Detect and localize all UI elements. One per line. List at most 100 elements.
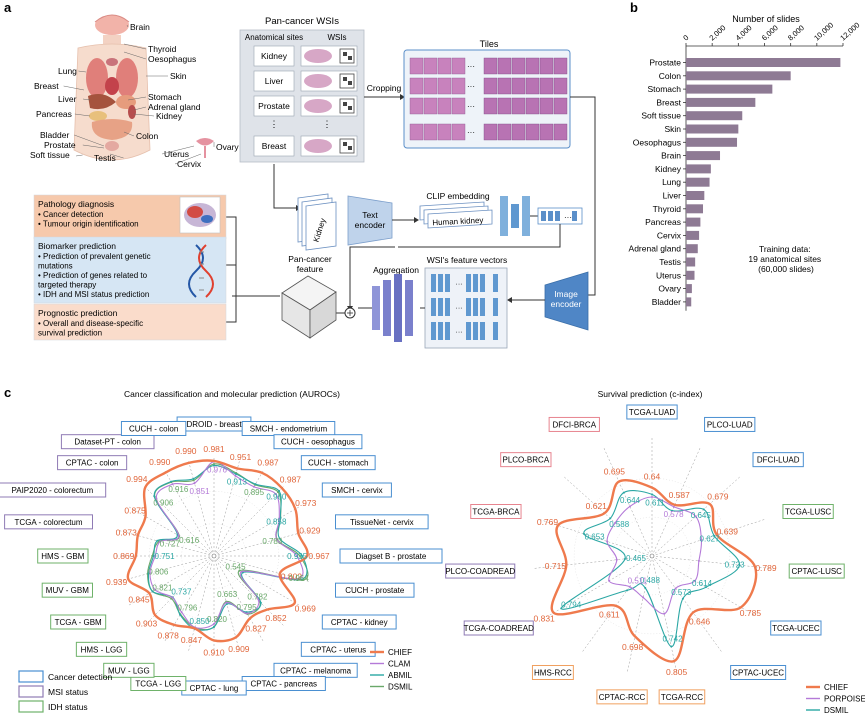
radar-category-label: Dataset-PT - colon (74, 438, 141, 447)
radar-point-dsmil (624, 557, 627, 560)
qr-icon-block (343, 77, 347, 81)
radar-series-dsmil (560, 490, 741, 648)
radar-chief-value-label: 0.845 (128, 594, 150, 604)
feature-vectors-label: WSI's feature vectors (427, 255, 508, 265)
radar-point-abmil (192, 477, 195, 480)
wsi-site-box (253, 135, 295, 157)
bar-category-label: Cervix (657, 230, 682, 240)
radar-spoke (119, 555, 215, 582)
radar-point-chief (552, 611, 555, 614)
tile-image (409, 57, 424, 75)
radar-center (649, 553, 655, 559)
radar-category-box (120, 420, 187, 436)
radar-category-box (321, 482, 392, 498)
radar-baseline-value-label: 0.488 (640, 576, 661, 585)
radar-baseline-value-label: 0.611 (645, 498, 665, 507)
radar-point-clam (274, 493, 277, 496)
organ-label-liver: Liver (58, 94, 77, 104)
radar-point-porpoise (694, 515, 697, 518)
radar-point-chief (651, 486, 653, 489)
bar-category-label: Ovary (658, 284, 681, 294)
tile-image (525, 97, 540, 115)
task-item: • Tumour origin identification (38, 220, 139, 229)
radar-point-chief (148, 592, 151, 595)
radar-point-chief (266, 608, 269, 611)
legend-model-label: DSMIL (388, 683, 413, 692)
bar-annotation-line-2: 19 anatomical sites (748, 254, 821, 264)
radar-category-label: TCGA-COADREAD (464, 624, 534, 633)
radar-chief-value-label: 0.847 (181, 635, 203, 645)
qr-icon-block (343, 142, 347, 146)
radar-category-box (335, 582, 415, 598)
feature-vector-bar (445, 274, 450, 292)
organ-label-ovary: Ovary (216, 142, 239, 152)
feature-vector-bar (438, 298, 443, 316)
radar-category-box (500, 452, 552, 468)
radar-point-porpoise (697, 559, 700, 562)
bar-category-label: Pancreas (645, 217, 681, 227)
text-encoder-word2: encoder (355, 220, 386, 230)
radar-chief-value-label: 0.802 (281, 572, 303, 582)
radar-grid-ring (612, 516, 692, 596)
radar-category-box (339, 548, 443, 564)
radar-center (211, 553, 217, 559)
radar-category-box (531, 664, 574, 680)
radar-category-label: CPTAC - colon (66, 459, 119, 468)
legend-model-label: DSMIL (824, 706, 849, 715)
tile-image (539, 123, 554, 141)
radar-point-chief (261, 471, 264, 474)
radar-chart-auroc: 0.9810.9510.9870.9870.9730.9290.9670.802… (0, 416, 443, 696)
bar-category-label: Testis (659, 257, 681, 267)
radar-category-box (321, 614, 397, 630)
radar-category-label: PLCO-BRCA (502, 456, 549, 465)
radar-baseline-value-label: 0.616 (179, 536, 200, 545)
radar-category-label: TCGA - GBM (55, 618, 102, 627)
radar-point-abmil (179, 613, 182, 616)
radar-category-label: HMS - GBM (41, 552, 84, 561)
flow-connectors (226, 96, 596, 323)
bar-ovary (686, 284, 692, 294)
radar-category-box (57, 455, 128, 471)
radar-point-clam (246, 612, 249, 615)
radar-point-chief (715, 533, 718, 536)
task-item: survival prediction (38, 329, 102, 338)
radar-point-abmil (301, 555, 304, 557)
legend-model-label: CLAM (388, 660, 411, 669)
panel-a-label: a (4, 0, 12, 15)
radar-point-dsmil (560, 607, 563, 610)
radar-point-chief (294, 508, 297, 511)
radar-point-dsmil (681, 597, 684, 600)
radar-category-label: CPTAC - melanoma (280, 666, 352, 675)
tile-image (409, 77, 424, 95)
radar-baseline-value-label: 0.723 (725, 560, 746, 569)
tile-image (437, 77, 452, 95)
radar-point-abmil (170, 480, 173, 483)
radar-baseline-value-label: 0.627 (700, 534, 721, 543)
radar-chief-value-label: 0.64 (644, 472, 661, 482)
radar-point-chief (278, 572, 281, 575)
legend-model-label: CHIEF (824, 683, 848, 692)
radar-chief-value-label: 0.875 (124, 505, 146, 515)
radar-chief-value-label: 0.910 (203, 647, 225, 657)
organ-label-bladder: Bladder (40, 130, 69, 140)
bar-liver (686, 191, 705, 200)
organ-leader-line (82, 144, 105, 149)
radar-point-chief (193, 627, 196, 630)
radar-point-abmil (213, 625, 215, 628)
radar-baseline-value-label: 0.916 (168, 485, 189, 494)
tile-image (423, 97, 438, 115)
radar-point-chief (154, 613, 157, 616)
radar-chief-value-label: 0.611 (599, 610, 620, 620)
radar-category-box (335, 514, 429, 530)
radar-point-porpoise (615, 558, 618, 561)
radar-point-chief (614, 604, 617, 607)
radar-point-dsmil (702, 508, 705, 511)
bar-pancreas (686, 217, 701, 227)
radar-point-clam (225, 601, 228, 604)
radar-category-label: CUCH - prostate (345, 586, 405, 595)
organ-label-brain: Brain (130, 22, 150, 32)
bar-uterus (686, 270, 695, 280)
tile-image (511, 97, 526, 115)
